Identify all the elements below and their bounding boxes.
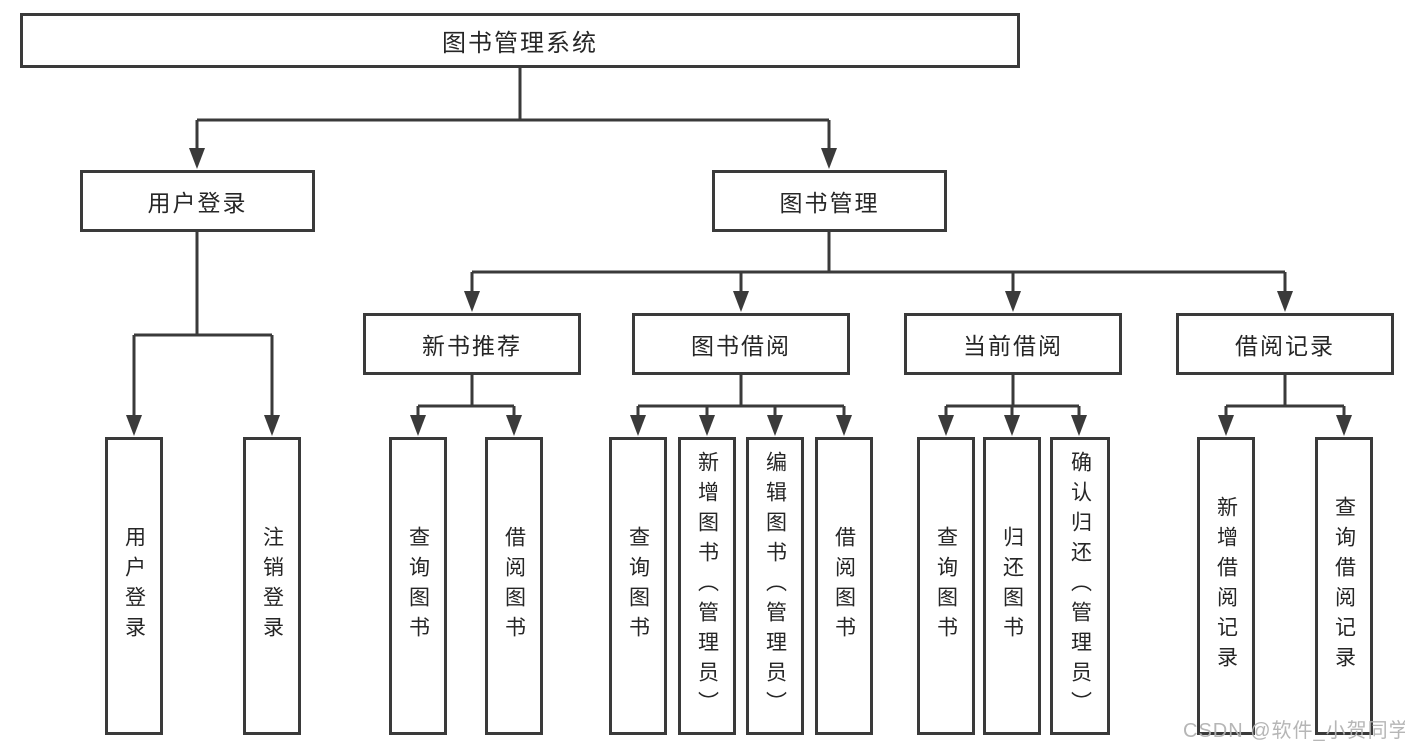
node-book-management: 图书管理	[712, 170, 947, 232]
node-user-login: 用户登录	[80, 170, 315, 232]
leaf-edit-book-admin-label: 编辑图书（管理员）	[763, 451, 787, 721]
leaf-query-book-1-label: 查询图书	[406, 526, 430, 646]
leaf-query-borrow-record-label: 查询借阅记录	[1332, 496, 1356, 676]
leaf-add-borrow-record-label: 新增借阅记录	[1214, 496, 1238, 676]
leaf-add-book-admin: 新增图书（管理员）	[678, 437, 736, 735]
node-current-borrowing-label: 当前借阅	[963, 333, 1063, 359]
leaf-query-book-3: 查询图书	[917, 437, 975, 735]
leaf-add-book-admin-label: 新增图书（管理员）	[695, 451, 719, 721]
leaf-borrow-book-2: 借阅图书	[815, 437, 873, 735]
leaf-query-borrow-record: 查询借阅记录	[1315, 437, 1373, 735]
leaf-borrow-book-1: 借阅图书	[485, 437, 543, 735]
csdn-watermark: CSDN @软件_小贺同学	[1183, 720, 1405, 742]
node-new-book-recommendation-label: 新书推荐	[422, 333, 522, 359]
node-new-book-recommendation: 新书推荐	[363, 313, 581, 375]
node-book-borrowing-label: 图书借阅	[691, 333, 791, 359]
node-root: 图书管理系统	[20, 13, 1020, 68]
node-user-login-label: 用户登录	[147, 190, 248, 216]
leaf-user-login-label: 用户登录	[122, 526, 146, 646]
node-root-label: 图书管理系统	[442, 30, 598, 57]
leaf-logout-label: 注销登录	[260, 526, 284, 646]
node-current-borrowing: 当前借阅	[904, 313, 1122, 375]
leaf-edit-book-admin: 编辑图书（管理员）	[746, 437, 804, 735]
leaf-query-book-2: 查询图书	[609, 437, 667, 735]
leaf-borrow-book-2-label: 借阅图书	[832, 526, 856, 646]
node-book-management-label: 图书管理	[779, 190, 880, 216]
leaf-confirm-return-admin: 确认归还（管理员）	[1050, 437, 1110, 735]
leaf-borrow-book-1-label: 借阅图书	[502, 526, 526, 646]
leaf-query-book-2-label: 查询图书	[626, 526, 650, 646]
node-borrowing-records: 借阅记录	[1176, 313, 1394, 375]
leaf-query-book-3-label: 查询图书	[934, 526, 958, 646]
leaf-confirm-return-admin-label: 确认归还（管理员）	[1068, 451, 1092, 721]
leaf-query-book-1: 查询图书	[389, 437, 447, 735]
leaf-user-login: 用户登录	[105, 437, 163, 735]
leaf-logout: 注销登录	[243, 437, 301, 735]
leaf-return-book-label: 归还图书	[1000, 526, 1024, 646]
node-book-borrowing: 图书借阅	[632, 313, 850, 375]
node-borrowing-records-label: 借阅记录	[1235, 333, 1335, 359]
leaf-add-borrow-record: 新增借阅记录	[1197, 437, 1255, 735]
leaf-return-book: 归还图书	[983, 437, 1041, 735]
